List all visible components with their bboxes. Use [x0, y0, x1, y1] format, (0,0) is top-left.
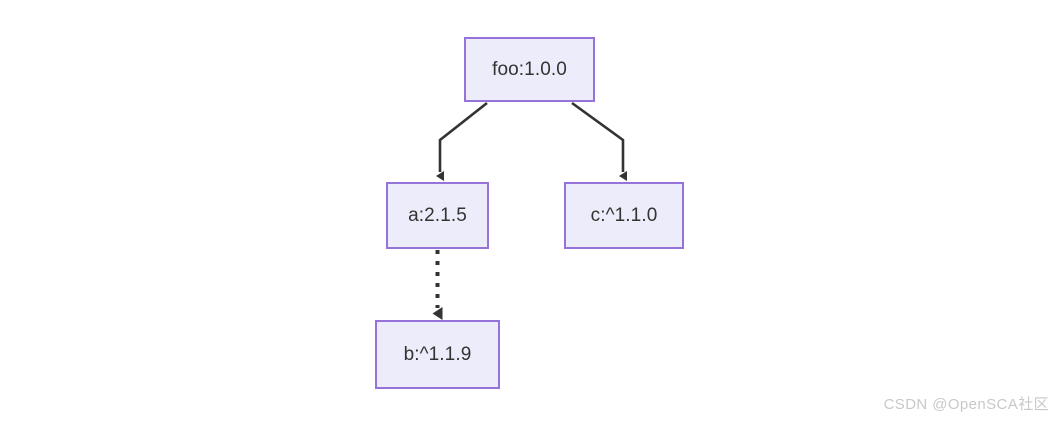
- edge-foo-to-c: [571, 101, 627, 181]
- node-b[interactable]: b:^1.1.9: [375, 320, 500, 389]
- node-c-label: c:^1.1.0: [590, 205, 658, 226]
- watermark: CSDN @OpenSCA社区: [883, 396, 1049, 413]
- node-foo[interactable]: foo:1.0.0: [464, 37, 595, 102]
- edge-foo-to-a: [436, 101, 488, 181]
- node-b-label: b:^1.1.9: [403, 344, 472, 365]
- node-foo-label: foo:1.0.0: [492, 59, 567, 80]
- node-a-label: a:2.1.5: [408, 205, 467, 226]
- node-a[interactable]: a:2.1.5: [386, 182, 489, 249]
- node-c[interactable]: c:^1.1.0: [564, 182, 684, 249]
